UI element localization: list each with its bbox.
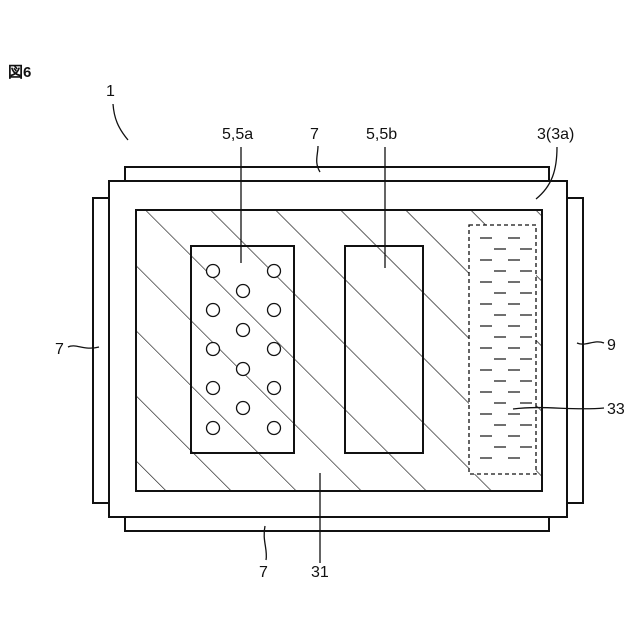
board-leader bbox=[536, 147, 557, 199]
circuit-b-label: 5,5b bbox=[366, 126, 397, 143]
terminal-left-label: 7 bbox=[55, 341, 64, 358]
hatched-region-label: 31 bbox=[311, 564, 329, 581]
device-label: 1 bbox=[106, 83, 115, 100]
terminal-bottom bbox=[125, 517, 549, 531]
terminal-top-label: 7 bbox=[310, 126, 319, 143]
device-leader bbox=[113, 104, 128, 140]
terminal-top-leader bbox=[317, 146, 320, 172]
figure-label: 図6 bbox=[8, 64, 31, 81]
liquid-region-label: 33 bbox=[607, 401, 625, 418]
liquid-region bbox=[469, 225, 536, 474]
terminal-left-leader bbox=[68, 346, 99, 348]
board-label: 3(3a) bbox=[537, 126, 574, 143]
terminal-top bbox=[125, 167, 549, 181]
terminal-right-label: 9 bbox=[607, 337, 616, 354]
terminal-bottom-label: 7 bbox=[259, 564, 268, 581]
circuit-a-label: 5,5a bbox=[222, 126, 253, 143]
terminal-right bbox=[567, 198, 583, 503]
terminal-left bbox=[93, 198, 109, 503]
terminal-right-leader bbox=[577, 342, 604, 344]
